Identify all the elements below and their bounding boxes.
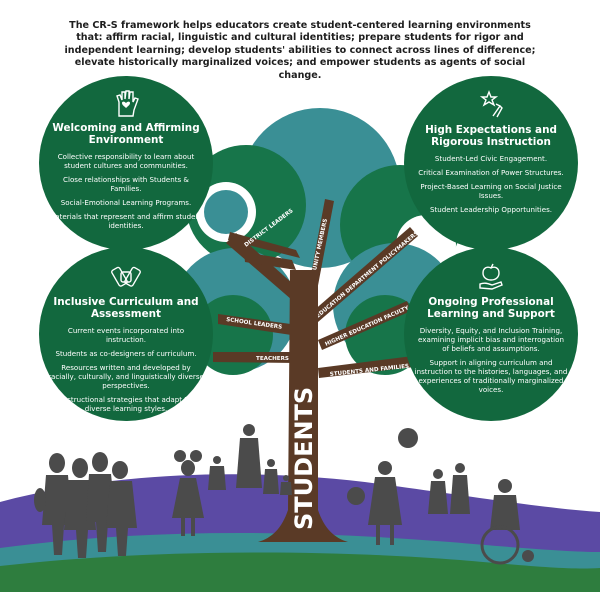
raised-hand-heart-icon	[116, 90, 139, 117]
list-item: Instructional strategies that adapt to d…	[60, 395, 192, 413]
list-item: Diversity, Equity, and Inclusion Trainin…	[418, 326, 564, 353]
branch-education-policymakers	[312, 227, 418, 322]
list-item: Critical Examination of Power Structures…	[418, 168, 564, 177]
people-silhouettes	[34, 424, 534, 565]
canopy-hole-left-inner	[204, 190, 248, 234]
branch-label-teachers: TEACHERS	[256, 356, 289, 362]
bubble-welcoming-list: Collective responsibility to learn about…	[48, 152, 204, 230]
tree-branches	[213, 199, 418, 378]
branch-left-top-stub	[244, 252, 296, 270]
bubble-high-expectations: High Expectations and Rigorous Instructi…	[418, 90, 564, 219]
hill-green	[0, 552, 600, 592]
branch-teachers	[213, 352, 297, 363]
list-item: Support in aligning curriculum and instr…	[414, 358, 568, 394]
branch-higher-education	[318, 301, 411, 350]
bubble-inclusive: Inclusive Curriculum and Assessment Curr…	[48, 262, 204, 418]
list-item: Student-Led Civic Engagement.	[434, 154, 548, 163]
silhouette-girl-with-puffs	[172, 450, 204, 536]
silhouette-wheelchair	[480, 479, 534, 565]
bubble-high-expectations-circle	[404, 76, 578, 250]
list-item: Project-Based Learning on Social Justice…	[420, 182, 562, 200]
bubble-welcoming-circle	[39, 76, 213, 250]
bubble-high-expectations-title: High Expectations and Rigorous Instructi…	[425, 124, 557, 148]
intro-text: The CR-S framework helps educators creat…	[64, 19, 536, 81]
canopy-green-lower-right	[345, 295, 425, 375]
silhouette-group-left	[34, 452, 137, 558]
trunk-label: STUDENTS	[290, 387, 318, 530]
branch-students-families	[318, 356, 414, 378]
list-item: Materials that represent and affirm stud…	[49, 212, 203, 230]
list-item: Current events incorporated into instruc…	[67, 326, 185, 344]
bubble-inclusive-list: Current events incorporated into instruc…	[48, 326, 204, 413]
bubble-professional-circle	[404, 247, 578, 421]
branch-upper-left-stub	[228, 232, 300, 258]
bubble-inclusive-title: Inclusive Curriculum and Assessment	[53, 296, 199, 320]
hand-apple-icon	[479, 263, 503, 290]
silhouette-cheerleaders	[347, 428, 418, 545]
list-item: Social-Emotional Learning Programs.	[60, 198, 192, 207]
bubble-high-expectations-list: Student-Led Civic Engagement. Critical E…	[418, 154, 564, 214]
list-item: Student Leadership Opportunities.	[429, 205, 553, 214]
branch-district-leaders	[226, 233, 303, 300]
bubble-welcoming: Welcoming and Affirming Environment Coll…	[48, 88, 204, 235]
list-item: Collective responsibility to learn about…	[57, 152, 195, 170]
silhouette-couple-right	[428, 463, 470, 514]
list-item: Close relationships with Students & Fami…	[63, 175, 189, 193]
bubble-professional-list: Diversity, Equity, and Inclusion Trainin…	[414, 326, 568, 394]
list-item: Resources written and developed by racia…	[48, 363, 204, 390]
tree-trunk	[258, 270, 348, 542]
bubble-welcoming-title: Welcoming and Affirming Environment	[52, 122, 200, 146]
bubble-professional: Ongoing Professional Learning and Suppor…	[414, 262, 568, 399]
joined-hands-icon	[111, 266, 141, 287]
bubble-professional-title: Ongoing Professional Learning and Suppor…	[427, 296, 555, 320]
hand-star-icon	[479, 90, 503, 118]
list-item: Students as co-designers of curriculum.	[55, 349, 197, 358]
branch-school-leaders	[218, 314, 298, 336]
silhouette-family-center	[208, 424, 292, 495]
bubble-inclusive-circle	[39, 247, 213, 421]
